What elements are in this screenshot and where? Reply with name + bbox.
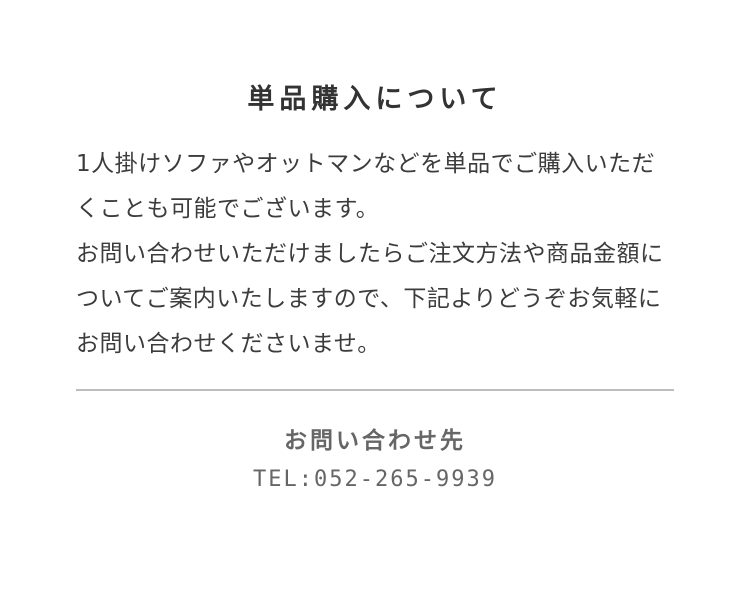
- body-paragraph-1: 1人掛けソファやオットマンなどを単品でご購入いただくことも可能でございます。: [76, 151, 656, 222]
- contact-heading: お問い合わせ先: [284, 428, 466, 454]
- section-title: 単品購入について: [247, 84, 503, 115]
- contact-phone-number[interactable]: TEL:052-265-9939: [253, 467, 497, 492]
- body-paragraph-2: お問い合わせいただけましたらご注文方法や商品金額についてご案内いたしますので、下…: [76, 241, 664, 357]
- section-body: 1人掛けソファやオットマンなどを単品でご購入いただくことも可能でございます。 お…: [76, 142, 676, 367]
- divider: [76, 389, 674, 391]
